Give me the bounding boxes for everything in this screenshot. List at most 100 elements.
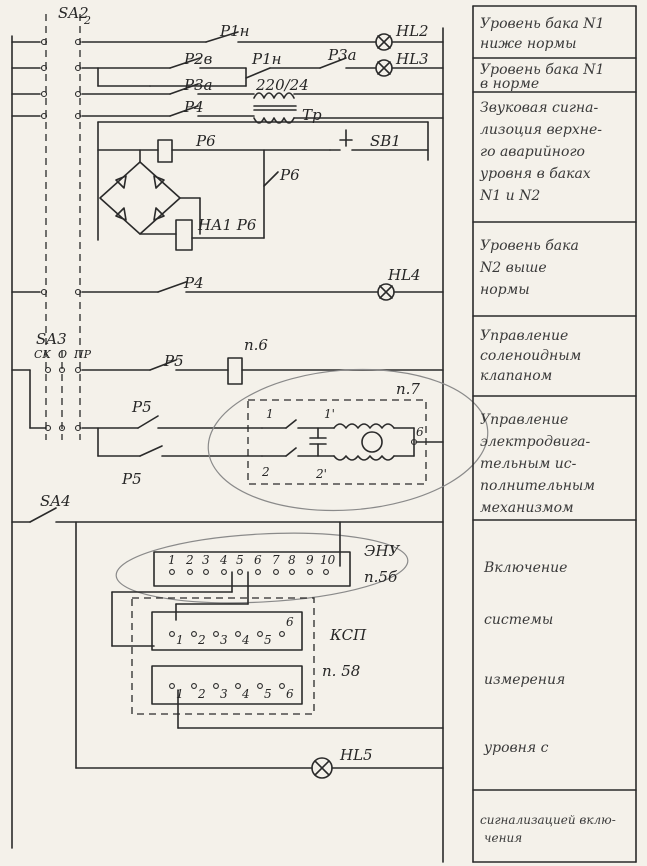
p3a-b-label: P3а <box>183 76 213 94</box>
ksp-bottom-terminal-strip <box>151 665 303 705</box>
legend-entry-tank1-normal: Уровень бака N1 в норме <box>480 62 604 92</box>
sa3-label: SA3 <box>36 330 67 348</box>
hl4-label: HL4 <box>387 266 421 284</box>
svg-text:2: 2 <box>197 633 206 647</box>
svg-text:Управление: Управление <box>480 412 568 428</box>
enu-terminal-numbers: 1 2 3 4 5 6 7 8 9 10 <box>168 553 336 567</box>
sb1-pushbutton <box>329 129 429 151</box>
svg-text:3: 3 <box>202 553 210 567</box>
svg-text:Включение: Включение <box>483 560 567 576</box>
p6-relay-coil <box>157 139 173 163</box>
p1n-label: P1н <box>219 22 250 40</box>
p3a-contact <box>319 57 347 69</box>
svg-text:1: 1 <box>176 687 184 701</box>
sa3-pos-mid-label: О <box>58 348 67 361</box>
svg-text:чения: чения <box>484 831 522 845</box>
svg-text:4: 4 <box>219 553 228 567</box>
svg-text:Управление: Управление <box>480 328 568 344</box>
motor-terminal-2p: 2' <box>315 467 327 481</box>
p2v-label: P2в <box>183 50 213 68</box>
legend-entry-indication: сигнализацией вклю- чения <box>480 813 616 845</box>
sb1-label: SB1 <box>370 132 401 150</box>
ha1p6-label: НА1 Р6 <box>197 216 257 234</box>
svg-text:3: 3 <box>220 687 228 701</box>
p4-contact-b <box>157 281 187 293</box>
svg-text:5: 5 <box>264 633 272 647</box>
motor-ref-label: п.7 <box>396 380 420 398</box>
legend-entry-solenoid: Управление соленоидным клапаном <box>480 328 581 384</box>
svg-text:механизмом: механизмом <box>480 500 574 516</box>
p5-b-label: P5 <box>131 398 152 416</box>
svg-text:2: 2 <box>197 687 206 701</box>
svg-text:соленоидным: соленоидным <box>480 348 581 364</box>
p5-contact-c <box>139 445 163 457</box>
ksp-top-terminal-numbers: 1 2 3 4 5 6 <box>176 615 294 647</box>
svg-text:9: 9 <box>306 553 314 567</box>
svg-text:Уровень бака N1: Уровень бака N1 <box>480 62 604 78</box>
svg-text:10: 10 <box>320 553 336 567</box>
hl5-lamp <box>311 757 333 779</box>
diode-bridge <box>99 161 181 235</box>
sa3-pos-left-label: СК <box>34 348 51 361</box>
motor-symbol <box>261 419 418 461</box>
svg-text:Звуковая сигна-: Звуковая сигна- <box>480 100 598 116</box>
p1n-contact <box>205 31 239 43</box>
p5-contact <box>149 359 177 371</box>
svg-text:7: 7 <box>272 553 280 567</box>
sa4-label: SA4 <box>40 492 71 510</box>
p5-c-label: P5 <box>121 470 142 488</box>
svg-text:1: 1 <box>168 553 176 567</box>
p5-label: P5 <box>163 352 184 370</box>
motor-terminal-2: 2 <box>261 465 270 479</box>
p2v-contact <box>169 57 201 69</box>
svg-text:уровня с: уровня с <box>483 740 549 756</box>
hl3-label: HL3 <box>395 50 429 68</box>
svg-text:N1 и N2: N1 и N2 <box>479 188 540 204</box>
p6-contact <box>263 171 279 187</box>
ksp-top-terminal-strip <box>151 611 303 651</box>
svg-text:Уровень бака: Уровень бака <box>480 238 579 254</box>
hl2-lamp <box>375 33 393 51</box>
ksp-bottom-terminal-numbers: 1 2 3 4 5 6 <box>176 687 294 701</box>
svg-text:5: 5 <box>236 553 244 567</box>
p4-contact <box>169 105 199 117</box>
svg-text:6: 6 <box>254 553 262 567</box>
svg-text:4: 4 <box>241 687 250 701</box>
transformer-name-label: Тр <box>302 106 322 124</box>
svg-text:го аварийного: го аварийного <box>480 144 585 160</box>
transformer-symbol <box>253 92 297 124</box>
ksp-bottom-terminals <box>169 683 285 689</box>
hl5-label: HL5 <box>339 746 373 764</box>
hl2-label: HL2 <box>395 22 429 40</box>
motor-terminal-6: 6 <box>416 425 424 439</box>
sa3-pos-right-label: ПР <box>73 348 92 361</box>
pencil-loop-motor <box>207 368 489 512</box>
p1n-contact-b <box>245 67 271 79</box>
ksp-block-outline <box>131 597 315 715</box>
svg-text:4: 4 <box>241 633 250 647</box>
legend-entry-tank2-high: Уровень бака N2 выше нормы <box>479 238 579 298</box>
ksp-top-terminals <box>169 631 285 637</box>
legend-entry-tank1-low: Уровень бака N1 ниже нормы <box>480 16 604 52</box>
sa3-switch <box>11 350 82 440</box>
svg-text:нормы: нормы <box>480 282 530 298</box>
enu-terminal-block <box>153 551 351 587</box>
svg-text:3: 3 <box>220 633 228 647</box>
pencil-loop-enu <box>115 532 409 604</box>
p4-label: P4 <box>183 98 204 116</box>
svg-text:ниже нормы: ниже нормы <box>480 36 577 52</box>
motor-terminal-1p: 1' <box>324 407 335 421</box>
enu-terminals <box>169 569 329 575</box>
p1n-b-label: P1н <box>251 50 282 68</box>
p3a-contact-b <box>169 83 199 95</box>
svg-text:тельным ис-: тельным ис- <box>480 456 577 472</box>
transformer-voltage-label: 220/24 <box>255 76 309 94</box>
p6-contact-label: P6 <box>279 166 300 184</box>
svg-text:N2 выше: N2 выше <box>479 260 547 276</box>
legend-entry-alarm: Звуковая сигна- лизоция верхне- го авари… <box>479 100 602 204</box>
hl4-lamp <box>377 283 395 301</box>
enu-label: ЭНУ <box>364 542 401 560</box>
p5-contact-b <box>137 415 159 429</box>
